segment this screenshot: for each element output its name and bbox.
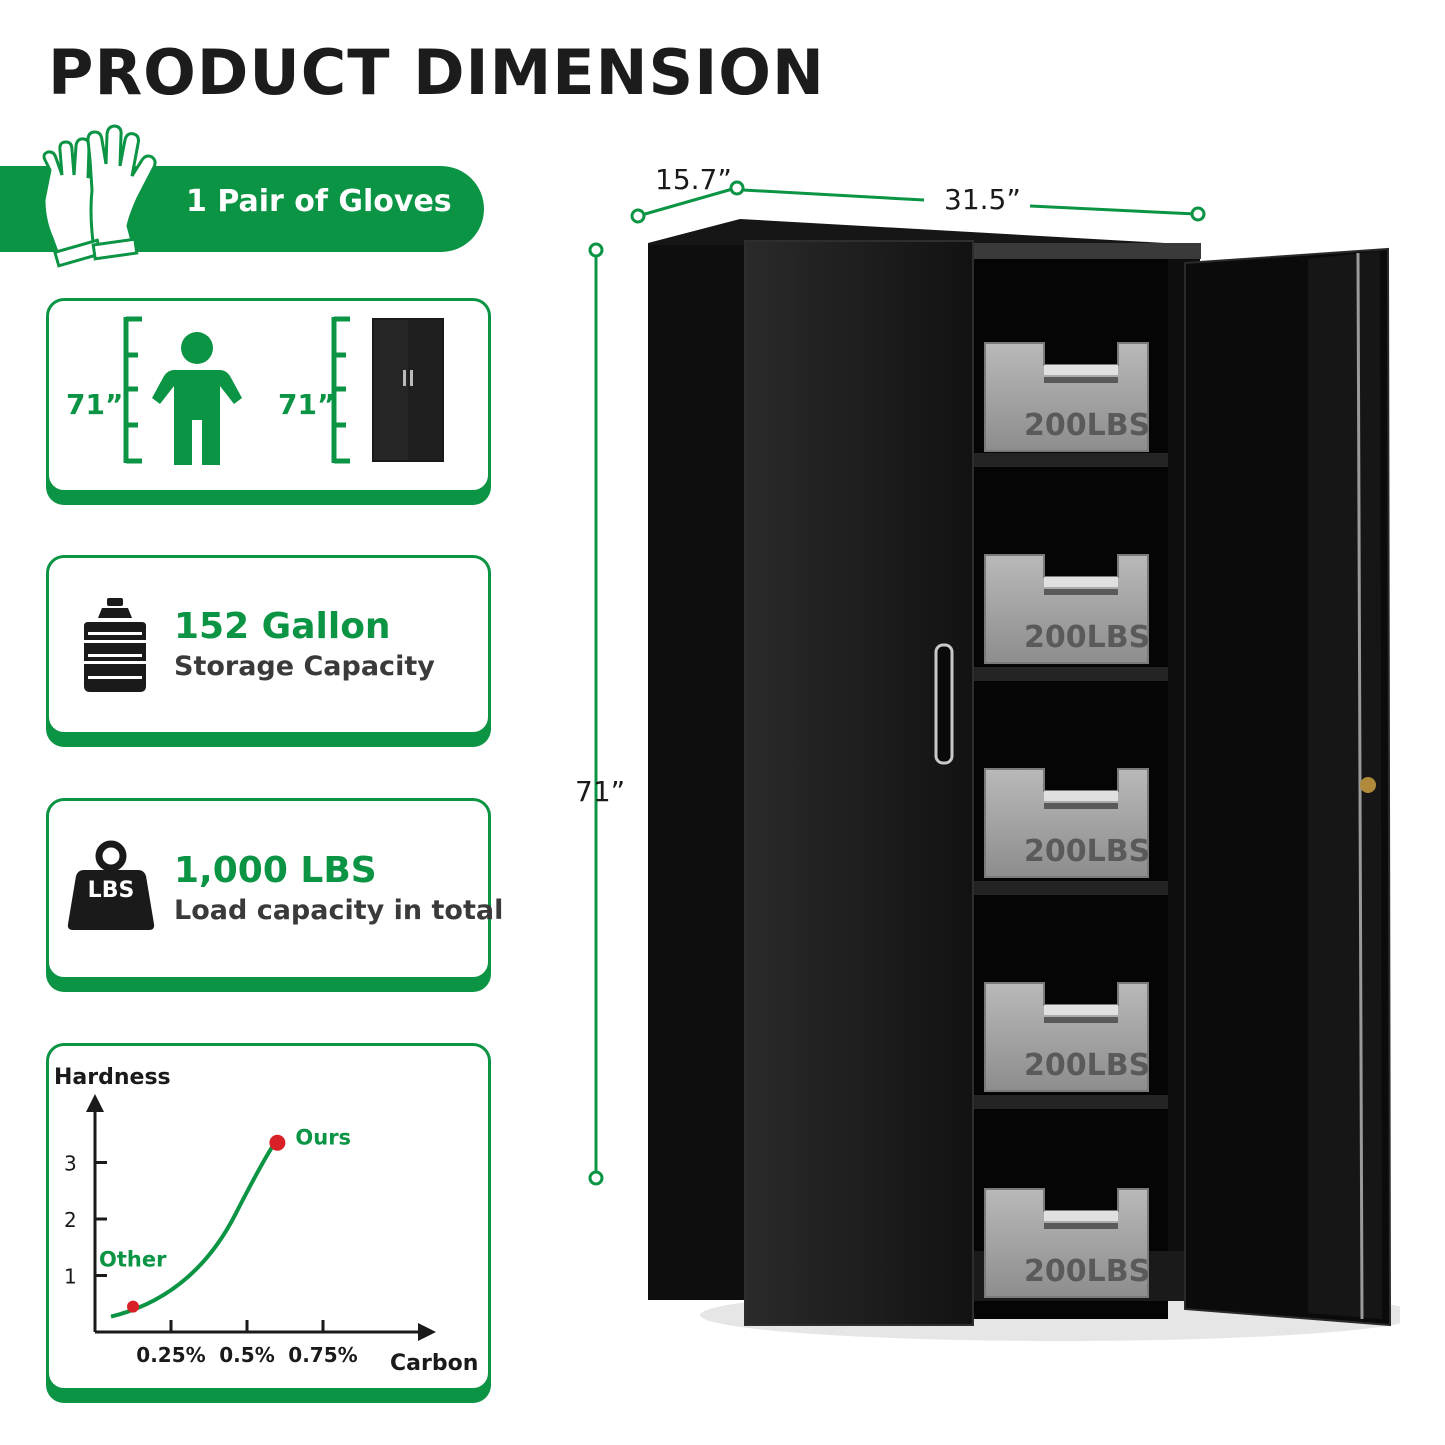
chart-point-ours	[269, 1134, 286, 1151]
shelf-weight-label: 200LBS	[1024, 1048, 1150, 1083]
shelf-weight-label: 200LBS	[1024, 1254, 1150, 1289]
chart-y-axis-label: Hardness	[54, 1065, 171, 1090]
capacity-description: Storage Capacity	[174, 651, 435, 682]
shelf-weight: 200LBS	[984, 982, 1150, 1092]
width-label: 31.5”	[944, 183, 1021, 216]
load-value: 1,000 LBS	[174, 850, 377, 891]
load-description: Load capacity in total	[174, 895, 504, 926]
chart-x-tick-label: 0.75%	[288, 1343, 357, 1367]
shelf-weight-label: 200LBS	[1024, 834, 1150, 869]
door-lock	[1360, 777, 1376, 793]
chart-y-tick-label: 1	[64, 1265, 77, 1289]
person-icon	[152, 332, 242, 465]
chart-x-axis-label: Carbon	[390, 1351, 478, 1376]
gloves-icon	[42, 124, 157, 268]
cabinet-height-label: 71”	[278, 388, 336, 421]
shelves	[972, 453, 1168, 1109]
chart-x-tick-label: 0.5%	[219, 1343, 274, 1367]
chart-point-other	[127, 1300, 139, 1313]
page-title: PRODUCT DIMENSION	[48, 36, 825, 109]
shelf-weight: 200LBS	[984, 768, 1150, 878]
chart-point-label: Other	[99, 1248, 167, 1272]
cabinet-illustration: 200LBS 200LBS 200LBS 200LBS 200LBS	[648, 219, 1400, 1341]
capacity-value: 152 Gallon	[174, 606, 391, 647]
cabinet-thumbnail-icon	[372, 318, 444, 462]
chart-series-line	[110, 1139, 280, 1319]
shelf-weight-label: 200LBS	[1024, 408, 1150, 443]
height-ruler-icon	[331, 316, 350, 464]
depth-label: 15.7”	[655, 163, 732, 196]
shelf-weight: 200LBS	[984, 342, 1150, 452]
weight-icon-label: LBS	[87, 878, 135, 903]
gloves-label: 1 Pair of Gloves	[186, 184, 452, 219]
chart-y-arrow	[86, 1094, 104, 1112]
person-height-label: 71”	[66, 388, 124, 421]
water-jug-icon	[84, 598, 146, 692]
door-handle	[934, 643, 954, 765]
chart-x-arrow	[418, 1323, 436, 1341]
height-ruler-icon	[123, 316, 142, 464]
shelf-weight-label: 200LBS	[1024, 620, 1150, 655]
height-label: 71”	[575, 775, 626, 808]
cabinet-left-door	[744, 240, 974, 1326]
chart-x-tick-label: 0.25%	[136, 1343, 205, 1367]
chart-point-label: Ours	[295, 1126, 351, 1150]
weight-icon	[67, 840, 155, 930]
dimension-lines	[588, 180, 1206, 1186]
chart-y-tick-label: 2	[64, 1208, 77, 1232]
chart-y-tick-label: 3	[64, 1152, 77, 1176]
shelf-weight: 200LBS	[984, 554, 1150, 664]
hardness-chart: Hardness Carbon 1 2 3 0.25% 0.5% 0.75% Other O…	[54, 1065, 478, 1376]
shelf-weight: 200LBS	[984, 1188, 1150, 1298]
